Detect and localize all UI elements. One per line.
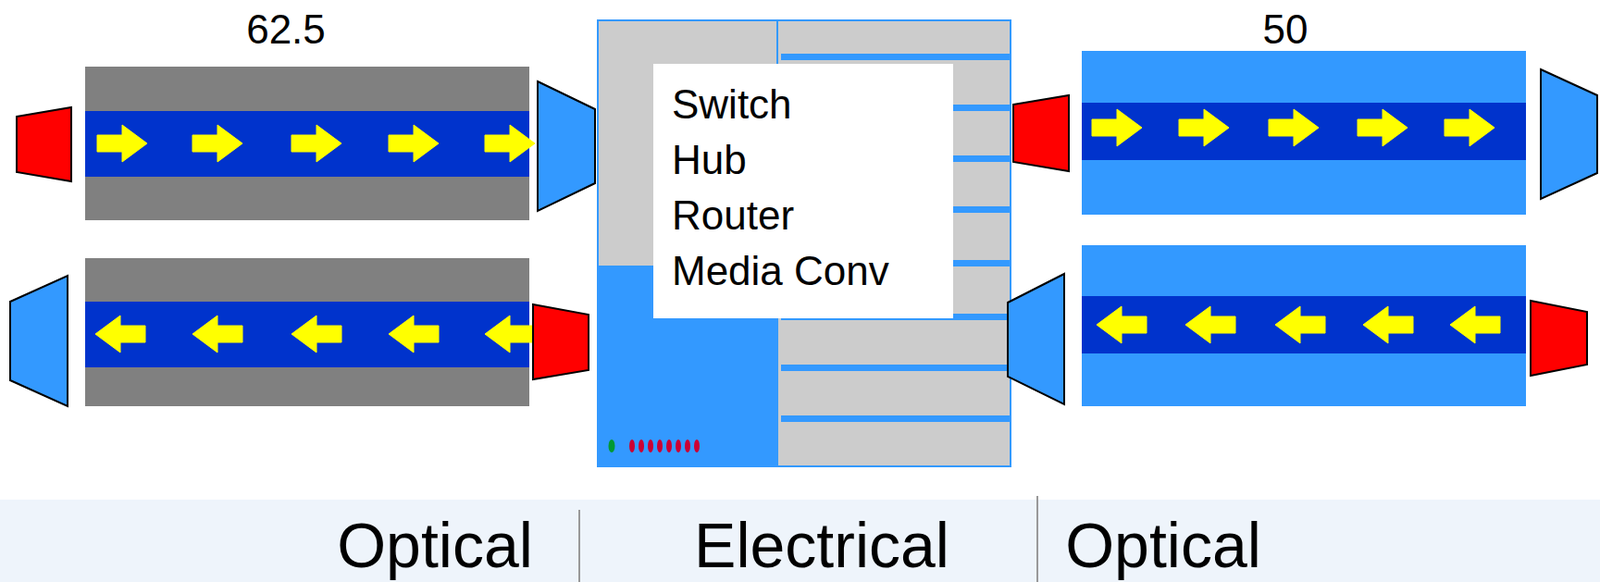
network-device xyxy=(597,20,1011,467)
section-label: Optical xyxy=(1065,510,1262,581)
device-type: Switch xyxy=(671,76,935,133)
fiber-50 xyxy=(1081,50,1526,407)
fiber-size: 50 xyxy=(1263,7,1309,52)
section-label: Optical xyxy=(336,510,534,581)
device-type: Router xyxy=(671,187,935,244)
transceivers-right xyxy=(1007,69,1598,405)
section-label: Electrical xyxy=(694,510,950,581)
transceivers-left xyxy=(10,81,596,407)
fiber-size: 62.5 xyxy=(246,7,326,52)
section-divider xyxy=(579,496,1038,582)
fiber-62-5 xyxy=(85,66,535,407)
device-type: Media Conv xyxy=(671,243,935,299)
device-type: Hub xyxy=(671,132,935,188)
background-band xyxy=(0,499,1600,582)
device-label-box: SwitchHubRouterMedia Conv xyxy=(653,63,954,319)
